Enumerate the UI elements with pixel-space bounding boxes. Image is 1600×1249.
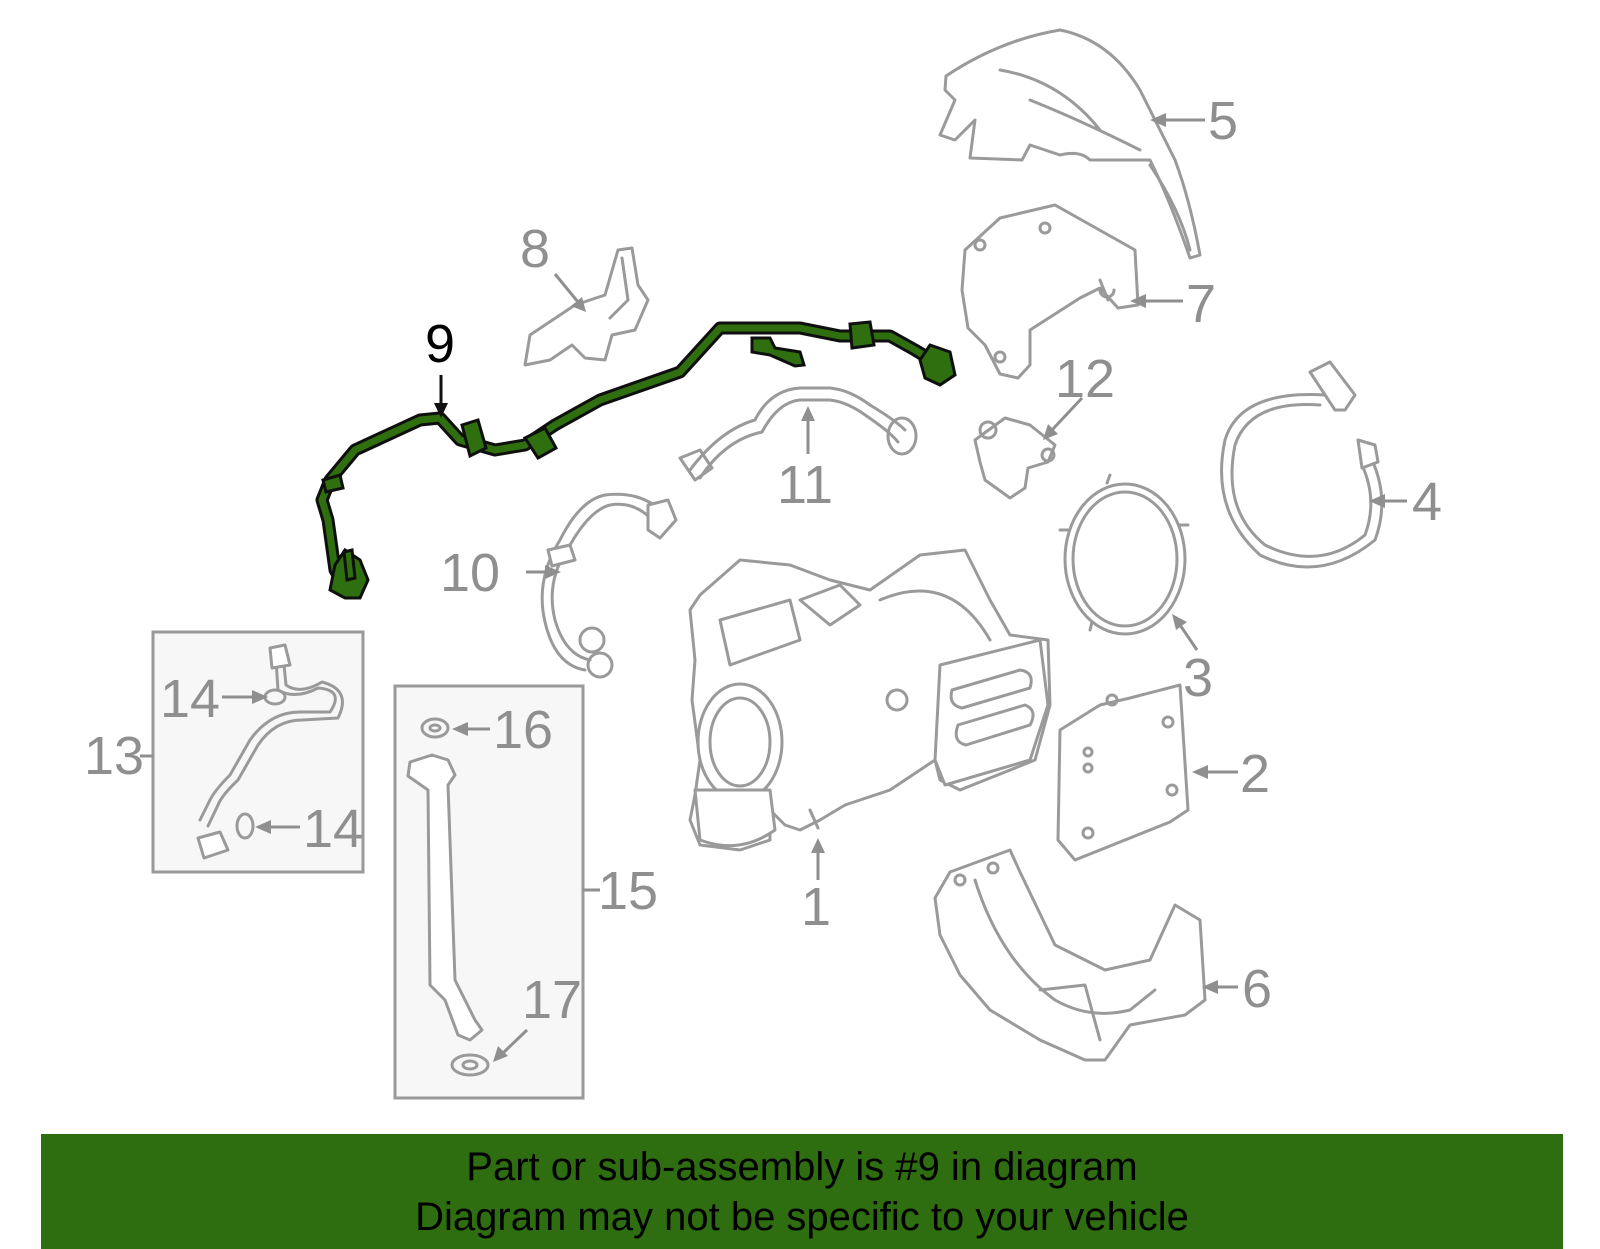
callout-13[interactable]: 13 <box>84 726 144 786</box>
callout-4[interactable]: 4 <box>1412 472 1442 532</box>
info-banner: Part or sub-assembly is #9 in diagram Di… <box>41 1134 1563 1249</box>
callout-1[interactable]: 1 <box>801 877 831 937</box>
callout-12[interactable]: 12 <box>1055 349 1115 409</box>
part-5-upper-heat-shield[interactable] <box>938 28 1202 260</box>
part-11-coolant-pipe[interactable] <box>678 386 918 482</box>
part-10-pipe[interactable] <box>540 492 678 679</box>
callout-9[interactable]: 9 <box>425 314 455 374</box>
callout-11[interactable]: 11 <box>777 455 833 515</box>
callout-5[interactable]: 5 <box>1208 91 1238 151</box>
callout-8[interactable]: 8 <box>520 219 550 279</box>
leader-lines <box>140 113 1407 1062</box>
callout-17[interactable]: 17 <box>522 970 582 1030</box>
callout-6[interactable]: 6 <box>1242 959 1272 1019</box>
part-3-gasket[interactable] <box>1058 473 1190 636</box>
part-1-turbocharger[interactable] <box>688 548 1052 852</box>
callout-7[interactable]: 7 <box>1186 274 1216 334</box>
callout-14b[interactable]: 14 <box>303 799 363 859</box>
banner-line-2: Diagram may not be specific to your vehi… <box>415 1195 1189 1239</box>
callout-2[interactable]: 2 <box>1240 744 1270 804</box>
box-15-oil-return-assembly[interactable] <box>393 684 585 1100</box>
part-12-sensor[interactable] <box>973 416 1057 500</box>
callout-15[interactable]: 15 <box>598 861 658 921</box>
callout-labels: 5 7 8 9 12 11 4 10 3 14 16 13 2 14 15 1 … <box>84 91 1442 1030</box>
callout-10[interactable]: 10 <box>440 543 500 603</box>
callout-14a[interactable]: 14 <box>160 669 220 729</box>
part-8-bracket[interactable] <box>523 246 650 367</box>
part-9-highlighted-pipe[interactable] <box>315 320 957 600</box>
callout-16[interactable]: 16 <box>493 700 553 760</box>
part-6-lower-heat-shield[interactable] <box>933 848 1207 1062</box>
callout-3[interactable]: 3 <box>1183 648 1213 708</box>
part-2-plate[interactable] <box>1056 683 1190 862</box>
part-4-clamp[interactable] <box>1220 360 1384 569</box>
banner-line-1: Part or sub-assembly is #9 in diagram <box>466 1145 1138 1189</box>
box-13-oil-feed-assembly[interactable] <box>151 630 365 874</box>
part-7-heat-shield[interactable] <box>960 203 1140 380</box>
